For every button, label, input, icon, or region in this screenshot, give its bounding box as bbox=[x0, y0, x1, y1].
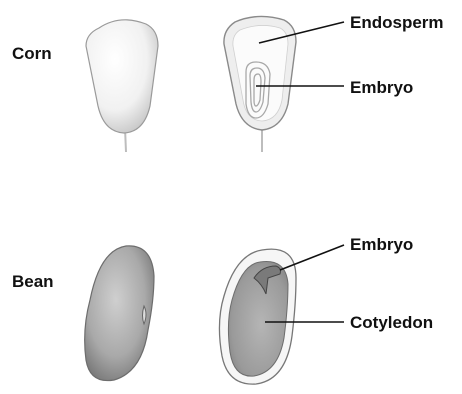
cotyledon-label: Cotyledon bbox=[350, 313, 433, 332]
endosperm-label: Endosperm bbox=[350, 13, 444, 32]
corn-row-label: Corn bbox=[12, 44, 52, 63]
corn-kernel-whole bbox=[86, 20, 158, 152]
bean-embryo-label: Embryo bbox=[350, 235, 413, 254]
corn-embryo-label: Embryo bbox=[350, 78, 413, 97]
bean-seed-whole bbox=[85, 246, 154, 381]
bean-row-label: Bean bbox=[12, 272, 54, 291]
bean-seed-section bbox=[219, 249, 296, 384]
